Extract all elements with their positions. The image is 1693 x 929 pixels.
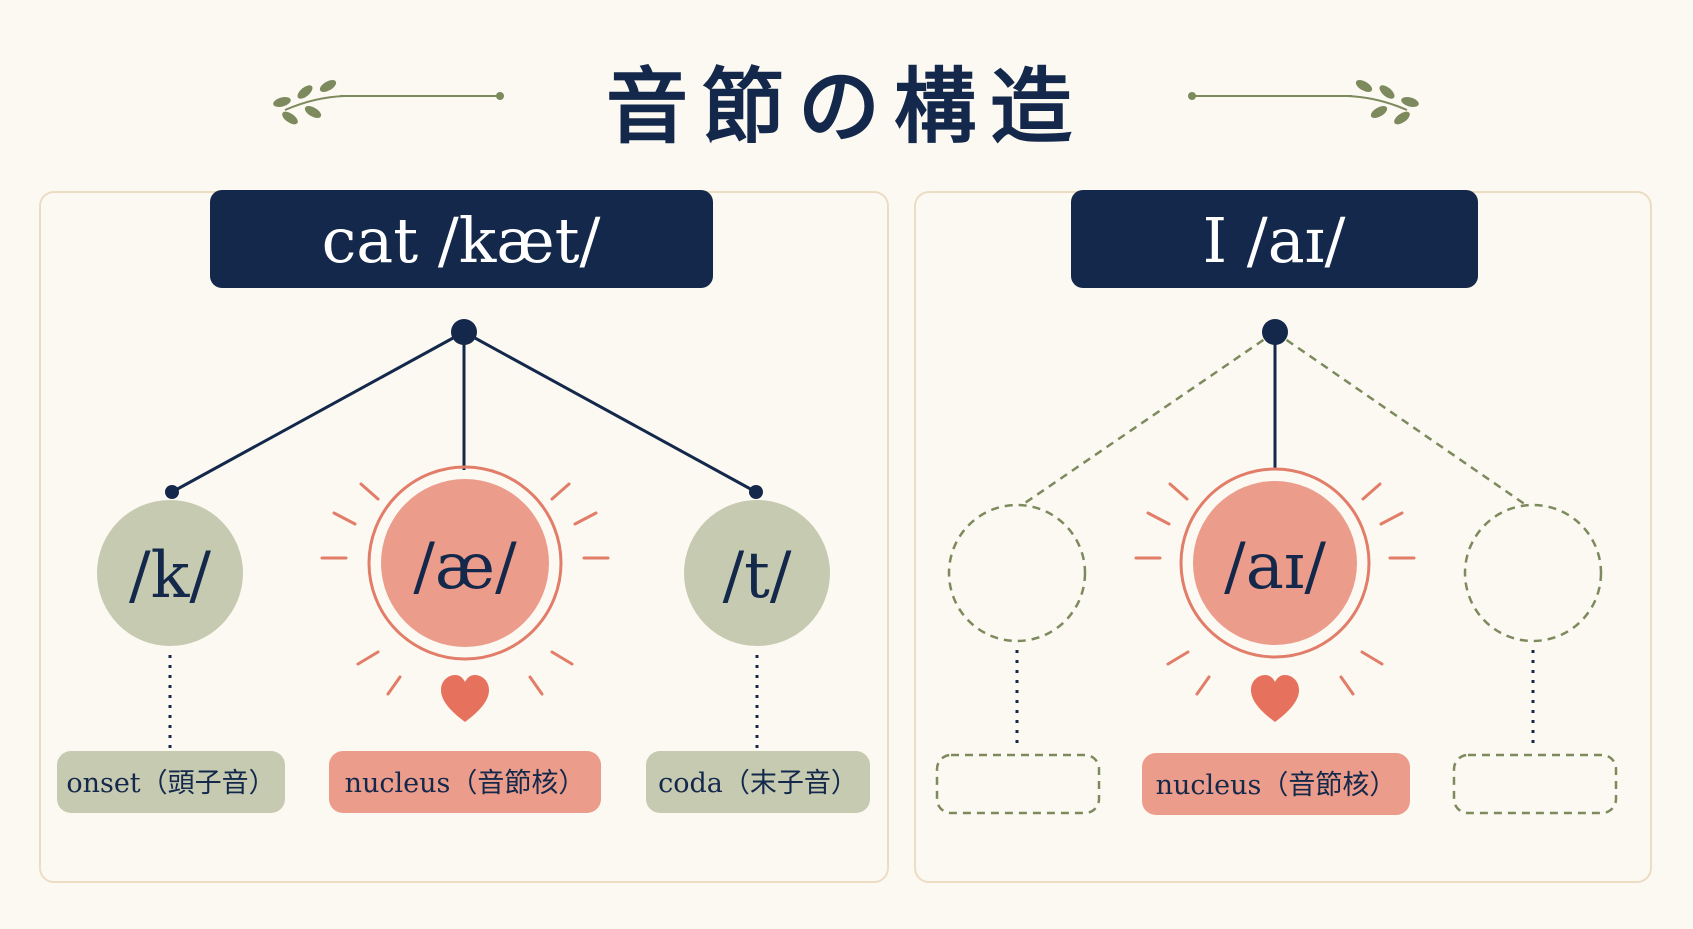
- coda-symbol: /t/: [723, 539, 792, 613]
- onset-symbol: /k/: [129, 539, 211, 613]
- nucleus-glow-rays: [320, 482, 610, 696]
- nucleus-node: /aɪ/: [1179, 467, 1371, 659]
- word-header-label: cat /kæt/: [322, 204, 601, 277]
- page-title: 音節の構造: [606, 59, 1086, 155]
- word-header-i: [1071, 190, 1478, 288]
- onset-label: onset（頭子音）: [66, 768, 275, 799]
- syllable-root-node: [1262, 319, 1288, 345]
- nucleus-symbol: /aɪ/: [1224, 530, 1326, 604]
- tree-branches: [171, 330, 757, 494]
- nucleus-label: nucleus（音節核）: [1156, 770, 1397, 801]
- nucleus-symbol: /æ/: [413, 530, 517, 604]
- left-ornament-icon: [273, 80, 504, 125]
- nucleus-glow-rays: [1134, 482, 1416, 696]
- syllable-root-node: [451, 319, 477, 345]
- tree-branches: [1021, 330, 1527, 507]
- nucleus-node: /æ/: [367, 465, 563, 661]
- onset-label-box: [57, 751, 285, 813]
- coda-label-box: [646, 751, 870, 813]
- heart-icon: [441, 675, 489, 722]
- onset-node: /k/: [97, 500, 243, 646]
- empty-onset-label-box: [935, 753, 1101, 815]
- panel-i: I /aɪ/: [914, 190, 1652, 883]
- coda-label: coda（末子音）: [658, 768, 858, 799]
- nucleus-label-box: [1142, 753, 1410, 815]
- right-ornament-icon: [1188, 80, 1419, 125]
- word-header-cat: [210, 190, 713, 288]
- word-header-label: I /aɪ/: [1203, 204, 1346, 277]
- nucleus-label: nucleus（音節核）: [345, 768, 586, 799]
- heart-icon: [1251, 675, 1299, 722]
- coda-node: /t/: [684, 500, 830, 646]
- nucleus-label-box: [329, 751, 601, 813]
- empty-coda-node: [1463, 503, 1603, 643]
- empty-coda-label-box: [1452, 753, 1618, 815]
- panel-cat: cat /kæt/ /k/ onset（頭子音）: [39, 190, 889, 883]
- empty-onset-node: [947, 503, 1087, 643]
